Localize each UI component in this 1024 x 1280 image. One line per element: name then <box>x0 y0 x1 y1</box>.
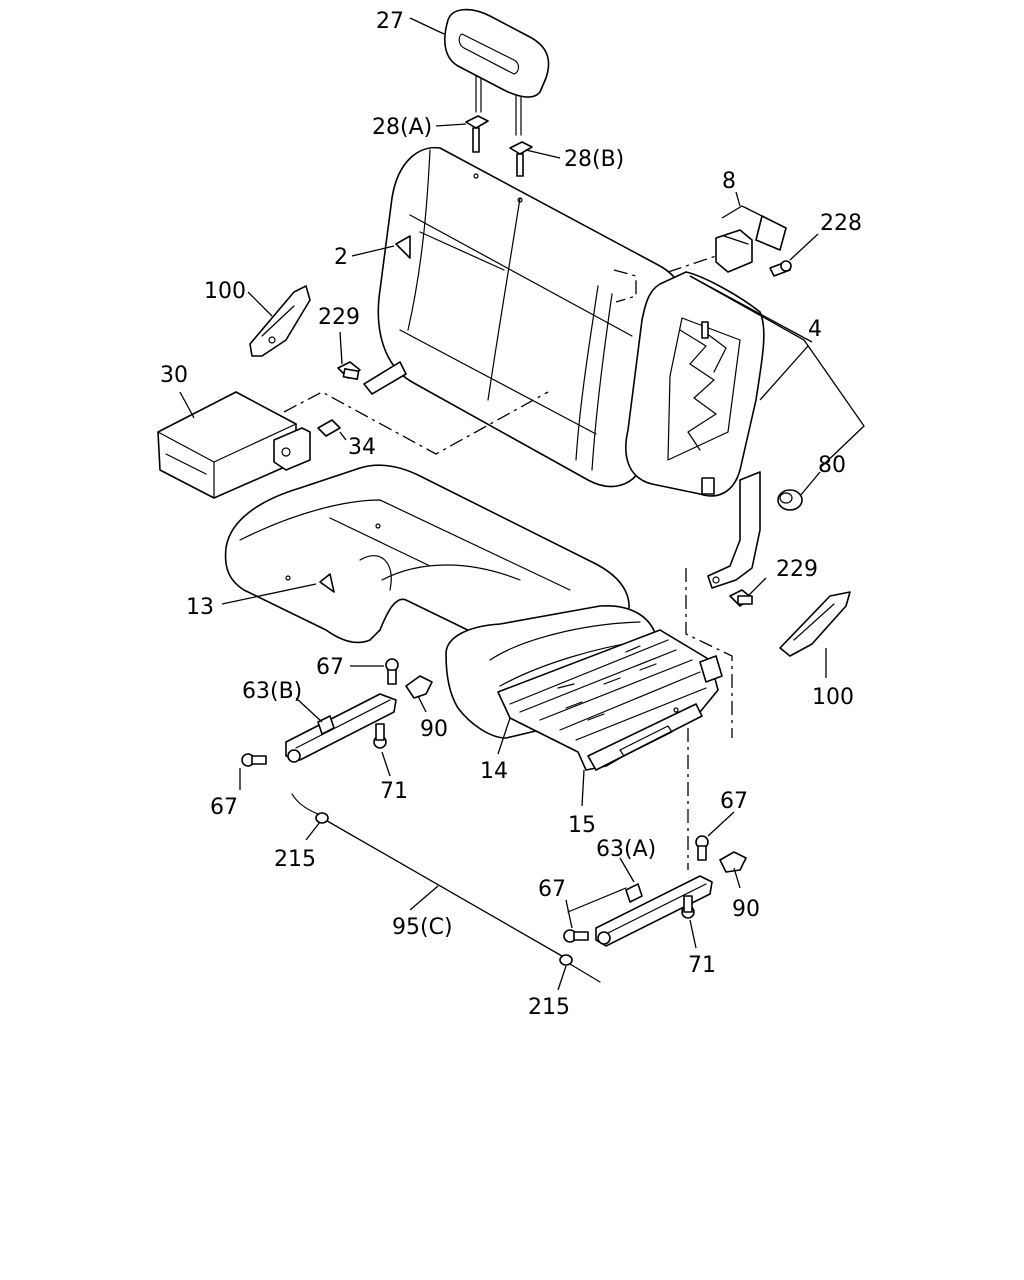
label-95c: 95(C) <box>392 915 453 940</box>
label-63b: 63(B) <box>242 679 302 704</box>
bolt-229-lower <box>729 589 753 607</box>
armrest <box>157 391 311 499</box>
seat-back-lock <box>715 215 787 273</box>
label-28a: 28(A) <box>372 115 432 140</box>
screw-228 <box>769 260 792 277</box>
label-14: 14 <box>480 759 508 784</box>
label-90-b: 90 <box>732 897 760 922</box>
seat-back-frame <box>625 271 765 589</box>
label-15: 15 <box>568 813 596 838</box>
release-cable <box>291 793 601 983</box>
headrest-guide-a <box>465 115 489 153</box>
hinge-cover-left <box>249 285 311 357</box>
seat-rail-a <box>567 875 713 947</box>
assembly-lines <box>283 255 733 870</box>
label-215-a: 215 <box>274 847 316 872</box>
cap-80 <box>777 489 803 511</box>
bolt-67-rail-b-left <box>241 753 267 767</box>
label-100-upper: 100 <box>204 279 246 304</box>
label-71-a: 71 <box>380 779 408 804</box>
hinge-cover-right <box>779 591 851 657</box>
label-90-a: 90 <box>420 717 448 742</box>
label-8: 8 <box>722 169 736 194</box>
label-229-lower: 229 <box>776 557 818 582</box>
leader-lines <box>179 17 865 991</box>
seat-rail-b <box>285 693 397 763</box>
part-labels: 27 28(A) 28(B) 8 228 2 100 229 4 30 34 8… <box>160 9 862 1020</box>
label-71-b: 71 <box>688 953 716 978</box>
bolt-34 <box>317 419 341 437</box>
cover-90-rail-a <box>719 851 747 873</box>
label-228: 228 <box>820 211 862 236</box>
label-100-lower: 100 <box>812 685 854 710</box>
label-2: 2 <box>334 245 348 270</box>
seat-frame <box>497 629 723 771</box>
label-67-a: 67 <box>316 655 344 680</box>
bolt-71-rail-b <box>373 723 387 749</box>
label-34: 34 <box>348 435 376 460</box>
label-67-c: 67 <box>720 789 748 814</box>
bolt-71-rail-a <box>681 895 695 919</box>
bolt-67-rail-a-right <box>695 835 709 861</box>
label-67-b: 67 <box>210 795 238 820</box>
seat-back-cushion <box>363 146 689 488</box>
label-27: 27 <box>376 9 404 34</box>
label-63a: 63(A) <box>596 837 656 862</box>
label-229-upper: 229 <box>318 305 360 330</box>
label-80: 80 <box>818 453 846 478</box>
label-215-b: 215 <box>528 995 570 1020</box>
label-28b: 28(B) <box>564 147 624 172</box>
bolt-67-rail-b-top <box>385 658 399 685</box>
label-13: 13 <box>186 595 214 620</box>
bolt-67-rail-a-left <box>563 929 589 943</box>
bolt-229-upper <box>337 361 361 380</box>
headrest-guide-b <box>509 141 533 177</box>
label-67-d: 67 <box>538 877 566 902</box>
headrest <box>444 8 550 136</box>
cover-90-rail-b <box>405 675 433 699</box>
label-4: 4 <box>808 317 822 342</box>
label-30: 30 <box>160 363 188 388</box>
